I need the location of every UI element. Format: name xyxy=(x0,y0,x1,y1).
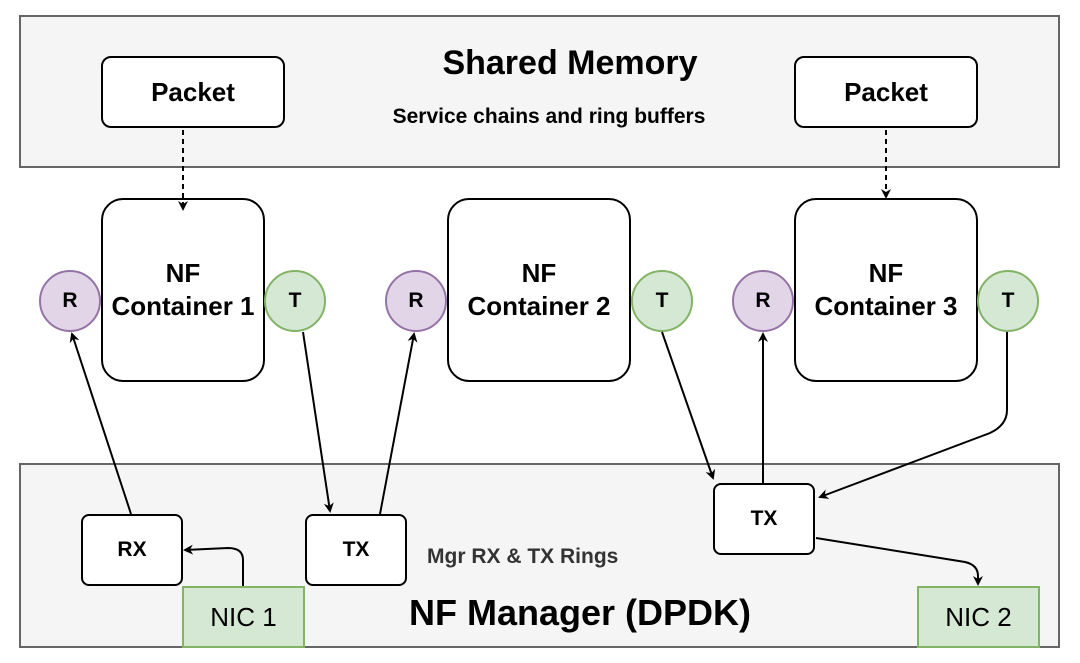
tx-ring-circle-2: T xyxy=(631,270,693,332)
rx-ring-label: RX xyxy=(117,538,147,561)
packet-box-left: Packet xyxy=(101,56,285,128)
nf-container-3: NF Container 3 xyxy=(794,198,978,382)
t3-to-tx-ring-arrow xyxy=(818,332,1008,499)
mgr-tx-ring-2: TX xyxy=(713,483,815,555)
shared-memory-title: Shared Memory xyxy=(442,44,698,82)
tx-ring-to-nic2-arrow xyxy=(815,537,983,586)
tx-ring-to-r2-arrow xyxy=(379,332,418,515)
container-name: Container 2 xyxy=(467,291,611,321)
nic-label: NIC 1 xyxy=(210,601,277,632)
shared-memory-subtitle: Service chains and ring buffers xyxy=(392,105,706,128)
tx-ring-circle-1: T xyxy=(264,270,326,332)
nic-2: NIC 2 xyxy=(917,586,1040,648)
nic-label: NIC 2 xyxy=(945,601,1012,632)
rx-ring-circle-2: R xyxy=(385,270,447,332)
container-title: NF xyxy=(868,258,904,288)
packet-box-right: Packet xyxy=(794,56,978,128)
container-name: Container 3 xyxy=(814,291,958,321)
mgr-rx-ring: RX xyxy=(81,514,183,586)
tx-ring-circle-3: T xyxy=(977,270,1039,332)
mgr-tx-ring-1: TX xyxy=(305,514,407,586)
nf-manager-title: NF Manager (DPDK) xyxy=(408,592,752,633)
rx-ring-to-r1-arrow xyxy=(69,332,132,515)
tx-ring-label: TX xyxy=(342,538,370,561)
nic1-to-rx-ring-arrow xyxy=(183,544,244,586)
container-title: NF xyxy=(521,258,557,288)
container-name: Container 1 xyxy=(111,291,255,321)
nic-1: NIC 1 xyxy=(182,586,305,648)
rx-ring-circle-1: R xyxy=(39,270,101,332)
tx-ring-label: TX xyxy=(750,507,778,530)
t2-to-tx-ring-arrow xyxy=(661,331,716,480)
nf-container-1: NF Container 1 xyxy=(101,198,265,382)
rings-label: Mgr RX & TX Rings xyxy=(427,545,619,568)
rx-ring-circle-3: R xyxy=(732,270,794,332)
packet-label: Packet xyxy=(844,76,928,107)
packet-label: Packet xyxy=(151,76,235,107)
container-title: NF xyxy=(165,258,201,288)
t1-to-tx-ring-arrow xyxy=(302,331,334,513)
nf-container-2: NF Container 2 xyxy=(447,198,631,382)
